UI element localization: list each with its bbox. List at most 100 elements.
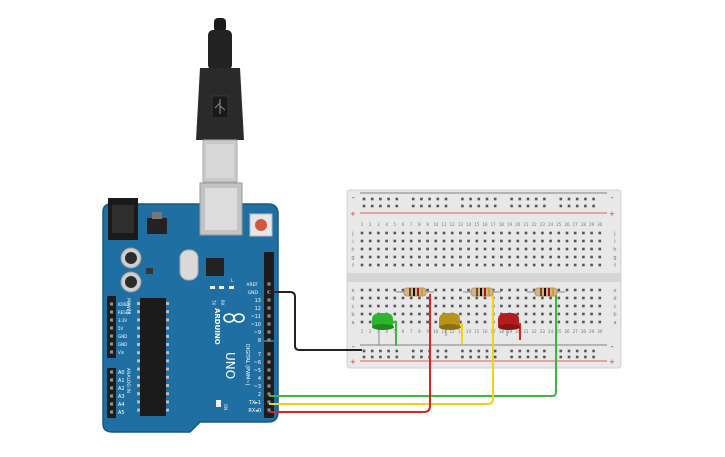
green-led[interactable] (372, 313, 397, 346)
breadboard-hole[interactable] (409, 320, 413, 324)
breadboard-hole[interactable] (434, 239, 438, 243)
breadboard-hole[interactable] (459, 247, 462, 251)
breadboard-hole[interactable] (418, 296, 421, 300)
rail-hole[interactable] (420, 349, 423, 353)
rail-hole[interactable] (518, 197, 522, 201)
breadboard-hole[interactable] (475, 263, 479, 267)
breadboard-hole[interactable] (450, 288, 454, 292)
breadboard-hole[interactable] (434, 288, 438, 292)
rail-hole[interactable] (584, 204, 587, 208)
breadboard-hole[interactable] (491, 255, 495, 259)
breadboard-hole[interactable] (524, 263, 528, 267)
breadboard-hole[interactable] (500, 288, 503, 292)
rail-hole[interactable] (362, 197, 366, 201)
breadboard-hole[interactable] (557, 288, 561, 292)
breadboard-hole[interactable] (582, 263, 585, 267)
breadboard-hole[interactable] (401, 296, 405, 300)
breadboard-hole[interactable] (549, 231, 552, 235)
breadboard-hole[interactable] (401, 231, 405, 235)
breadboard-hole[interactable] (360, 231, 364, 235)
breadboard-hole[interactable] (360, 255, 364, 259)
rail-hole[interactable] (469, 349, 472, 353)
breadboard-hole[interactable] (582, 312, 585, 316)
rail-hole[interactable] (485, 355, 489, 359)
breadboard-hole[interactable] (524, 239, 528, 243)
breadboard-hole[interactable] (483, 255, 487, 259)
breadboard-hole[interactable] (557, 320, 561, 324)
rail-hole[interactable] (493, 355, 497, 359)
rail-hole[interactable] (518, 355, 522, 359)
breadboard-hole[interactable] (565, 304, 569, 308)
green-wire[interactable] (269, 294, 557, 397)
breadboard-hole[interactable] (483, 231, 487, 235)
breadboard-hole[interactable] (360, 263, 364, 267)
breadboard-hole[interactable] (459, 263, 462, 267)
rail-hole[interactable] (444, 355, 448, 359)
breadboard-hole[interactable] (434, 312, 438, 316)
resistor-1[interactable] (396, 287, 434, 297)
breadboard-hole[interactable] (368, 304, 372, 308)
power-header-pin[interactable] (109, 318, 114, 322)
breadboard-hole[interactable] (385, 231, 388, 235)
rail-hole[interactable] (493, 197, 497, 201)
breadboard-hole[interactable] (500, 231, 503, 235)
breadboard-hole[interactable] (442, 255, 446, 259)
breadboard-hole[interactable] (360, 239, 364, 243)
breadboard-hole[interactable] (401, 239, 405, 243)
breadboard-hole[interactable] (393, 263, 397, 267)
breadboard-hole[interactable] (565, 231, 569, 235)
analog-header-pin[interactable] (109, 394, 114, 398)
rail-hole[interactable] (461, 355, 464, 359)
breadboard-hole[interactable] (508, 247, 511, 251)
breadboard-hole[interactable] (573, 288, 577, 292)
breadboard-hole[interactable] (450, 239, 454, 243)
rail-hole[interactable] (387, 349, 390, 353)
reset-button-cap[interactable] (255, 219, 267, 231)
rail-hole[interactable] (370, 355, 374, 359)
breadboard-hole[interactable] (516, 296, 520, 300)
analog-header-pin[interactable] (109, 410, 114, 414)
power-header-pin[interactable] (109, 342, 114, 346)
rail-hole[interactable] (387, 204, 390, 208)
breadboard-hole[interactable] (459, 231, 462, 235)
breadboard-hole[interactable] (573, 263, 577, 267)
breadboard-hole[interactable] (532, 304, 536, 308)
breadboard-hole[interactable] (360, 247, 364, 251)
breadboard-hole[interactable] (459, 255, 462, 259)
breadboard-hole[interactable] (377, 239, 380, 243)
breadboard-hole[interactable] (385, 247, 388, 251)
breadboard-hole[interactable] (418, 255, 421, 259)
breadboard-hole[interactable] (401, 312, 405, 316)
breadboard-hole[interactable] (426, 263, 429, 267)
breadboard-hole[interactable] (491, 239, 495, 243)
breadboard-hole[interactable] (409, 247, 413, 251)
breadboard-hole[interactable] (483, 312, 487, 316)
rail-hole[interactable] (469, 197, 472, 201)
breadboard-hole[interactable] (598, 320, 602, 324)
digital-header-pin[interactable] (267, 384, 271, 388)
rail-hole[interactable] (526, 204, 530, 208)
breadboard-hole[interactable] (450, 247, 454, 251)
breadboard-hole[interactable] (483, 247, 487, 251)
breadboard-hole[interactable] (590, 239, 593, 243)
breadboard-hole[interactable] (524, 320, 528, 324)
breadboard-hole[interactable] (385, 255, 388, 259)
breadboard-hole[interactable] (598, 231, 602, 235)
breadboard-hole[interactable] (418, 263, 421, 267)
breadboard-hole[interactable] (532, 296, 536, 300)
rail-hole[interactable] (411, 355, 415, 359)
breadboard-hole[interactable] (582, 247, 585, 251)
digital-header-pin[interactable] (267, 322, 271, 326)
rail-hole[interactable] (575, 197, 579, 201)
analog-header-pin[interactable] (109, 386, 114, 390)
rail-hole[interactable] (444, 197, 448, 201)
breadboard-hole[interactable] (541, 239, 544, 243)
breadboard-hole[interactable] (508, 304, 511, 308)
breadboard-hole[interactable] (516, 255, 520, 259)
rail-hole[interactable] (485, 349, 489, 353)
breadboard-hole[interactable] (368, 255, 372, 259)
rail-hole[interactable] (510, 349, 513, 353)
breadboard-hole[interactable] (590, 320, 593, 324)
breadboard-hole[interactable] (590, 247, 593, 251)
